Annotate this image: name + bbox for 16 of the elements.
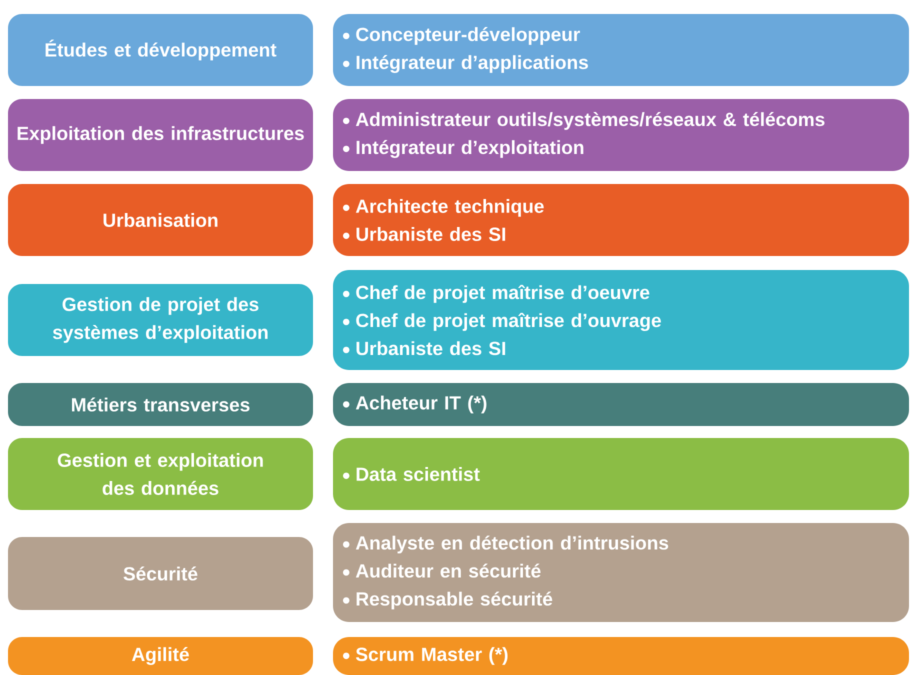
category-box: Gestion de projet des systèmes d’exploitation [8, 284, 313, 356]
role-box: Chef de projet maîtrise d’oeuvre Chef de projet maîtrise d’ouvrage Urbaniste des SI [333, 270, 909, 370]
category-box: Sécurité [8, 537, 313, 610]
category-box: Études et développement [8, 14, 313, 86]
category-box: Agilité [8, 637, 313, 675]
role-box: Architecte technique Urbaniste des SI [333, 184, 909, 256]
category-box: Urbanisation [8, 184, 313, 256]
role-box: Administrateur outils/systèmes/réseaux & télécoms Intégrateur d’exploitation [333, 99, 909, 171]
role-box: Scrum Master (*) [333, 637, 909, 675]
role-box: Acheteur IT (*) [333, 383, 909, 426]
category-box: Gestion et exploitation des données [8, 438, 313, 510]
category-box: Métiers transverses [8, 383, 313, 426]
role-box: Analyste en détection d’intrusions Auditeur en sécurité Responsable sécurité [333, 523, 909, 622]
role-box: Concepteur-développeur Intégrateur d’applications [333, 14, 909, 86]
role-box: Data scientist [333, 438, 909, 510]
category-box: Exploitation des infrastructures [8, 99, 313, 171]
